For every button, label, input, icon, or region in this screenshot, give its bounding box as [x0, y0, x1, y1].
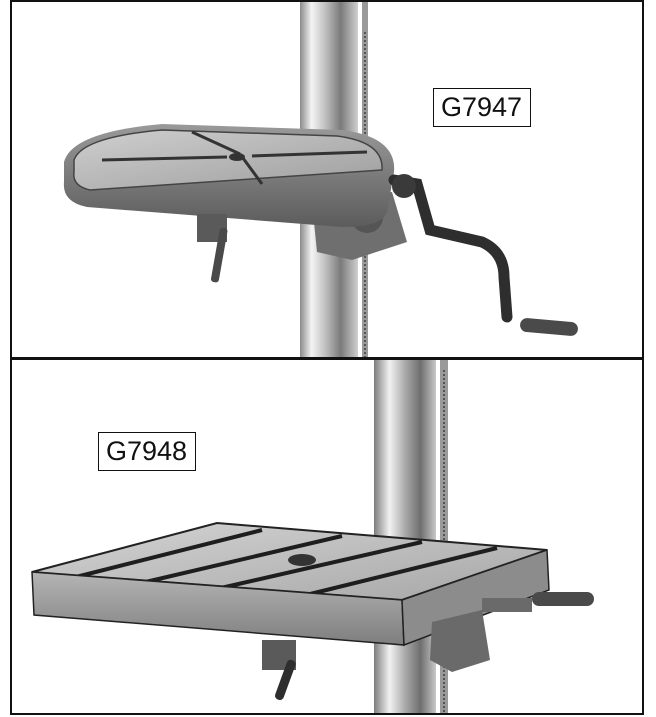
panel-divider: [10, 357, 644, 360]
round-drill-press-table-with-crank-icon: [63, 2, 578, 357]
top-panel: [12, 2, 642, 357]
bottom-panel: [12, 360, 642, 713]
model-label-g7948: G7948: [98, 432, 197, 471]
model-label-g7947: G7947: [433, 88, 532, 127]
square-slotted-drill-press-table-icon: [31, 360, 594, 713]
